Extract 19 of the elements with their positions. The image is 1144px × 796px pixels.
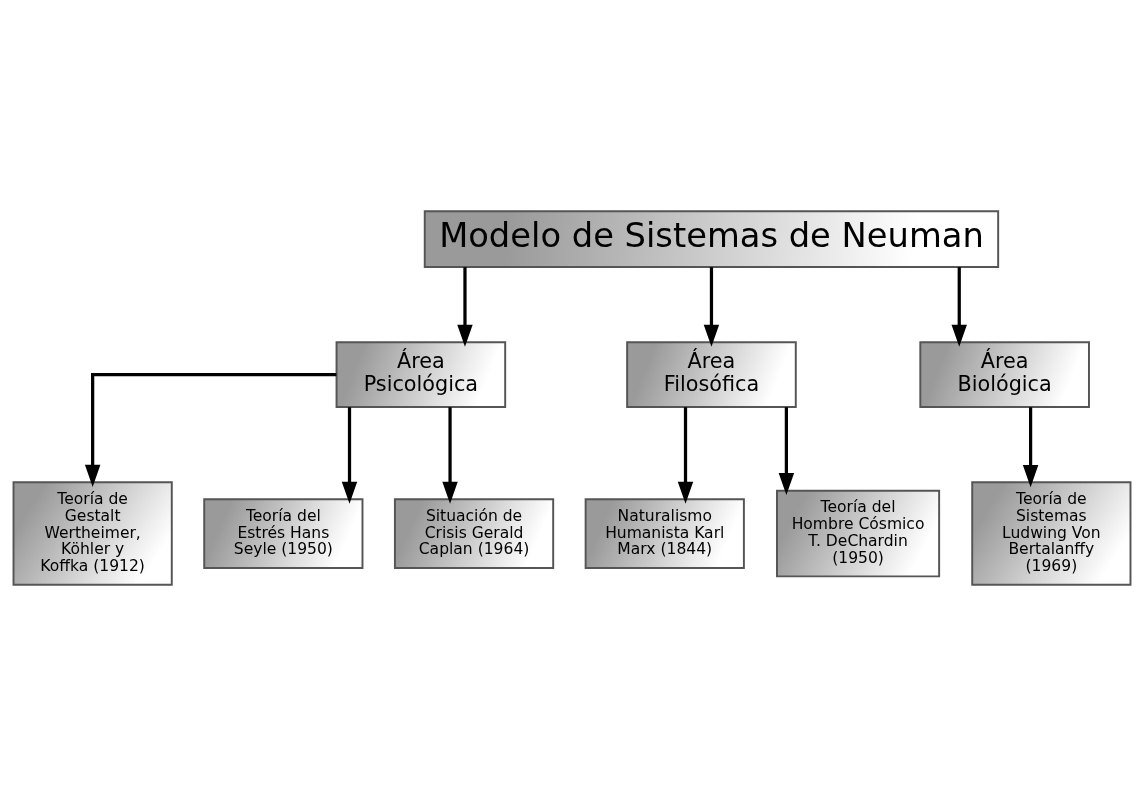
- node-box: Teoría del Hombre Cósmico T. DeChardin (1950): [776, 489, 941, 578]
- node-box: Situación de Crisis Gerald Caplan (1964): [393, 498, 555, 569]
- arrow: [677, 407, 694, 504]
- arrow: [457, 267, 473, 347]
- arrow: [84, 373, 337, 487]
- node-box: Naturalismo Humanista Karl Marx (1844): [584, 498, 745, 569]
- arrow: [1022, 407, 1039, 488]
- node-box: Teoría de Gestalt Wertheimer, Köhler y Koffka (1912): [12, 481, 173, 586]
- node-box: Área Filosófica: [626, 341, 797, 409]
- arrow: [341, 407, 358, 504]
- arrow: [442, 407, 458, 504]
- arrow: [703, 267, 720, 347]
- node-box: Área Biológica: [919, 341, 1090, 409]
- node-box: Área Psicológica: [335, 341, 507, 409]
- node-box: Teoría de Sistemas Ludwing Von Bertalanffy (1969): [971, 481, 1132, 586]
- node-box: Modelo de Sistemas de Neuman: [423, 210, 1000, 268]
- arrow: [951, 267, 967, 347]
- node-box: Teoría del Estrés Hans Seyle (1950): [203, 498, 364, 569]
- arrow: [778, 407, 795, 496]
